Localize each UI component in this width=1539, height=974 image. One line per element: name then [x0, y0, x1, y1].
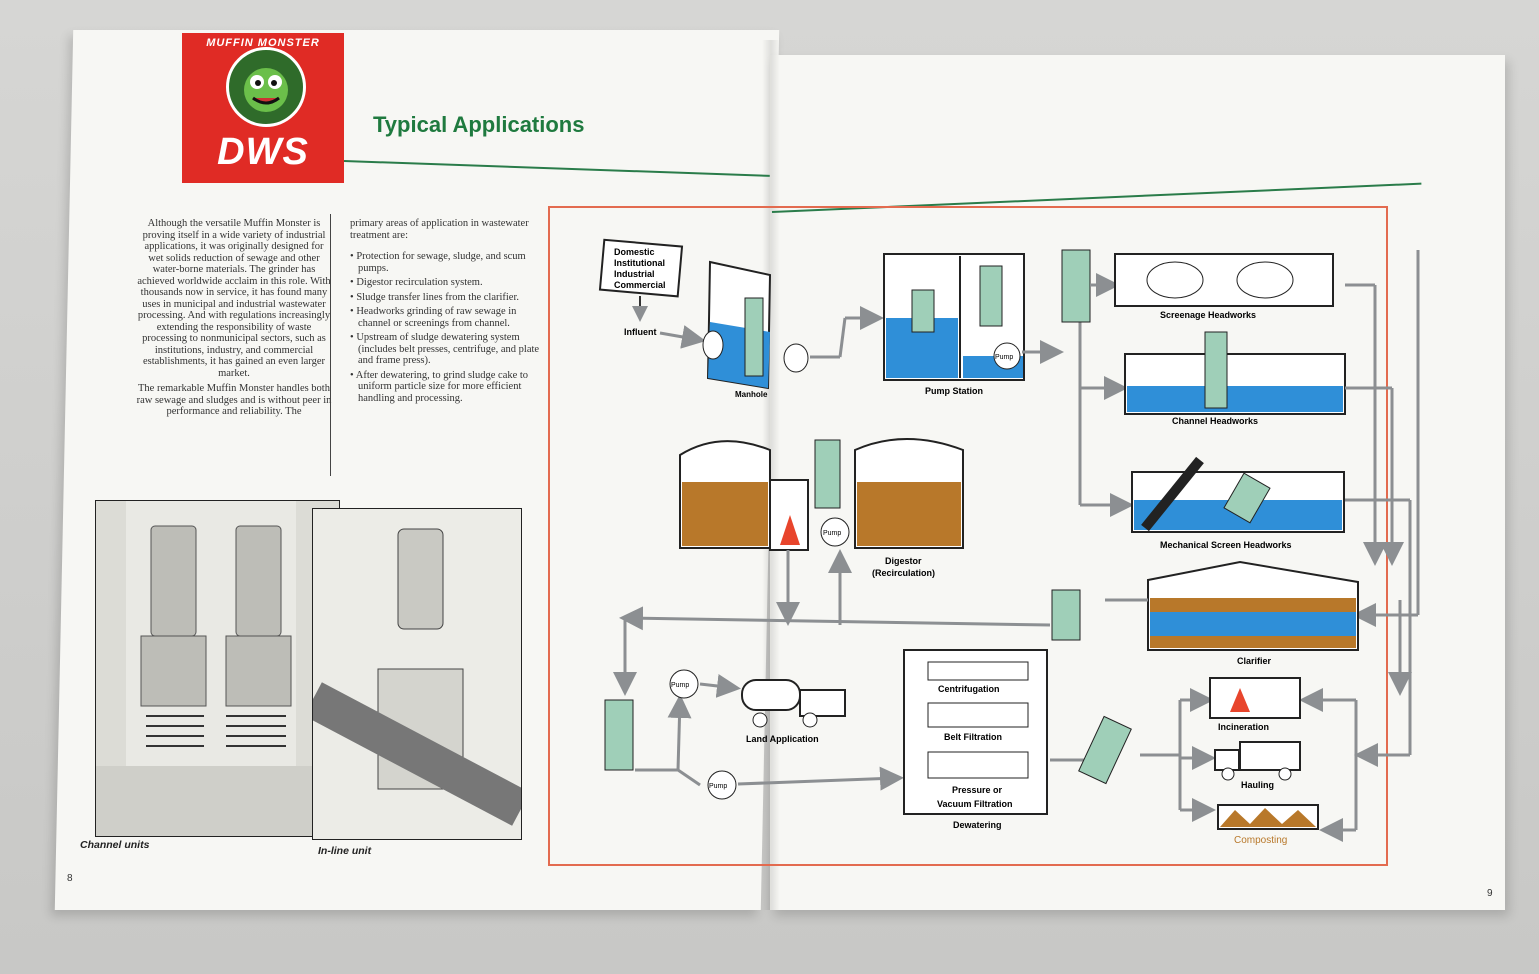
body-paragraph: Although the versatile Muffin Monster is…	[137, 218, 331, 379]
page-number-left: 8	[67, 873, 73, 884]
screenage-headworks-label: Screenage Headworks	[1160, 310, 1256, 320]
diagram-frame	[548, 206, 1388, 866]
manhole-unit	[702, 260, 809, 390]
source-label: Institutional	[614, 258, 665, 268]
belt-filtration-label: Belt Filtration	[944, 732, 1002, 742]
dewatering-unit	[903, 649, 1048, 815]
dewatering-label: Dewatering	[953, 820, 1002, 830]
column-divider	[330, 214, 331, 476]
grinder-icon	[1061, 249, 1091, 323]
pump-label: Pump	[709, 783, 727, 790]
digestor-unit: Pump	[679, 438, 964, 551]
logo-text: MUFFIN MONSTER	[206, 37, 320, 49]
channel-headworks-unit	[1124, 331, 1346, 415]
source-label: Industrial	[614, 269, 655, 279]
pipe	[838, 317, 847, 358]
vacuum-filtration-label: Vacuum Filtration	[937, 799, 1013, 809]
body-column-2: primary areas of application in wastewat…	[350, 218, 546, 404]
channel-units-illustration	[95, 500, 340, 837]
dump-truck-icon	[1214, 741, 1301, 781]
caption-inline-unit: In-line unit	[318, 845, 372, 857]
body-paragraph: The remarkable Muffin Monster handles bo…	[136, 383, 332, 417]
pump-label: Pump	[823, 530, 841, 537]
source-label: Commercial	[614, 280, 666, 290]
digestor-label: Digestor	[885, 556, 922, 566]
influent-label: Influent	[624, 327, 657, 337]
list-item: • After dewatering, to grind sludge cake…	[350, 369, 529, 404]
mechanical-screen-headworks-unit	[1131, 456, 1345, 533]
flow-arrow	[699, 674, 741, 698]
body-column-1: Although the versatile Muffin Monster is…	[136, 218, 332, 418]
list-item: • Headworks grinding of raw sewage in ch…	[350, 306, 517, 329]
tanker-truck-icon	[741, 679, 846, 728]
flow-arrow	[667, 694, 692, 771]
pump-station-label: Pump Station	[925, 386, 983, 396]
channel-headworks-label: Channel Headworks	[1172, 416, 1258, 426]
incineration-label: Incineration	[1218, 722, 1269, 732]
logo-dws: DWS	[217, 131, 309, 173]
list-item: • Upstream of sludge dewatering system (…	[350, 332, 540, 366]
screenage-headworks-unit	[1114, 253, 1334, 307]
flow-arrow	[737, 766, 904, 791]
grinder-icon	[1051, 589, 1081, 641]
pump-station-unit: Pump	[883, 253, 1025, 381]
incineration-unit	[1209, 677, 1301, 719]
source-label: Domestic	[614, 247, 655, 257]
pump-label: Pump	[995, 354, 1013, 361]
clarifier-unit	[1147, 560, 1359, 651]
monster-mascot-icon	[226, 47, 306, 127]
source-box: Domestic Institutional Industrial Commer…	[598, 238, 684, 298]
page-number-right: 9	[1487, 888, 1493, 899]
manhole-label: Manhole	[735, 390, 768, 399]
page-title: Typical Applications	[373, 112, 585, 137]
composting-label: Composting	[1234, 835, 1287, 846]
flow-arrow	[659, 325, 706, 349]
pipe	[677, 768, 701, 787]
land-application-label: Land Application	[746, 734, 819, 744]
grinder-icon	[604, 699, 634, 771]
composting-unit	[1217, 804, 1319, 830]
body-paragraph: primary areas of application in wastewat…	[350, 218, 529, 241]
list-item: • Digestor recirculation system.	[350, 277, 483, 288]
centrifugation-label: Centrifugation	[938, 684, 1000, 694]
caption-channel-units: Channel units	[80, 839, 150, 851]
flow-arrow	[619, 606, 1051, 631]
pump-icon	[707, 770, 737, 800]
pressure-filtration-label: Pressure or	[952, 785, 1003, 795]
list-item: • Sludge transfer lines from the clarifi…	[350, 291, 520, 303]
pump-icon	[669, 669, 699, 699]
mechanical-screen-headworks-label: Mechanical Screen Headworks	[1160, 540, 1292, 550]
pump-label: Pump	[671, 682, 689, 689]
muffin-monster-logo: MUFFIN MONSTER DWS	[182, 33, 344, 183]
hauling-label: Hauling	[1241, 780, 1274, 790]
list-item: • Protection for sewage, sludge, and scu…	[350, 251, 526, 274]
digestor-sublabel: (Recirculation)	[872, 568, 935, 578]
clarifier-label: Clarifier	[1237, 656, 1272, 666]
grinder-icon	[1078, 715, 1132, 785]
inline-unit-illustration	[304, 508, 530, 840]
